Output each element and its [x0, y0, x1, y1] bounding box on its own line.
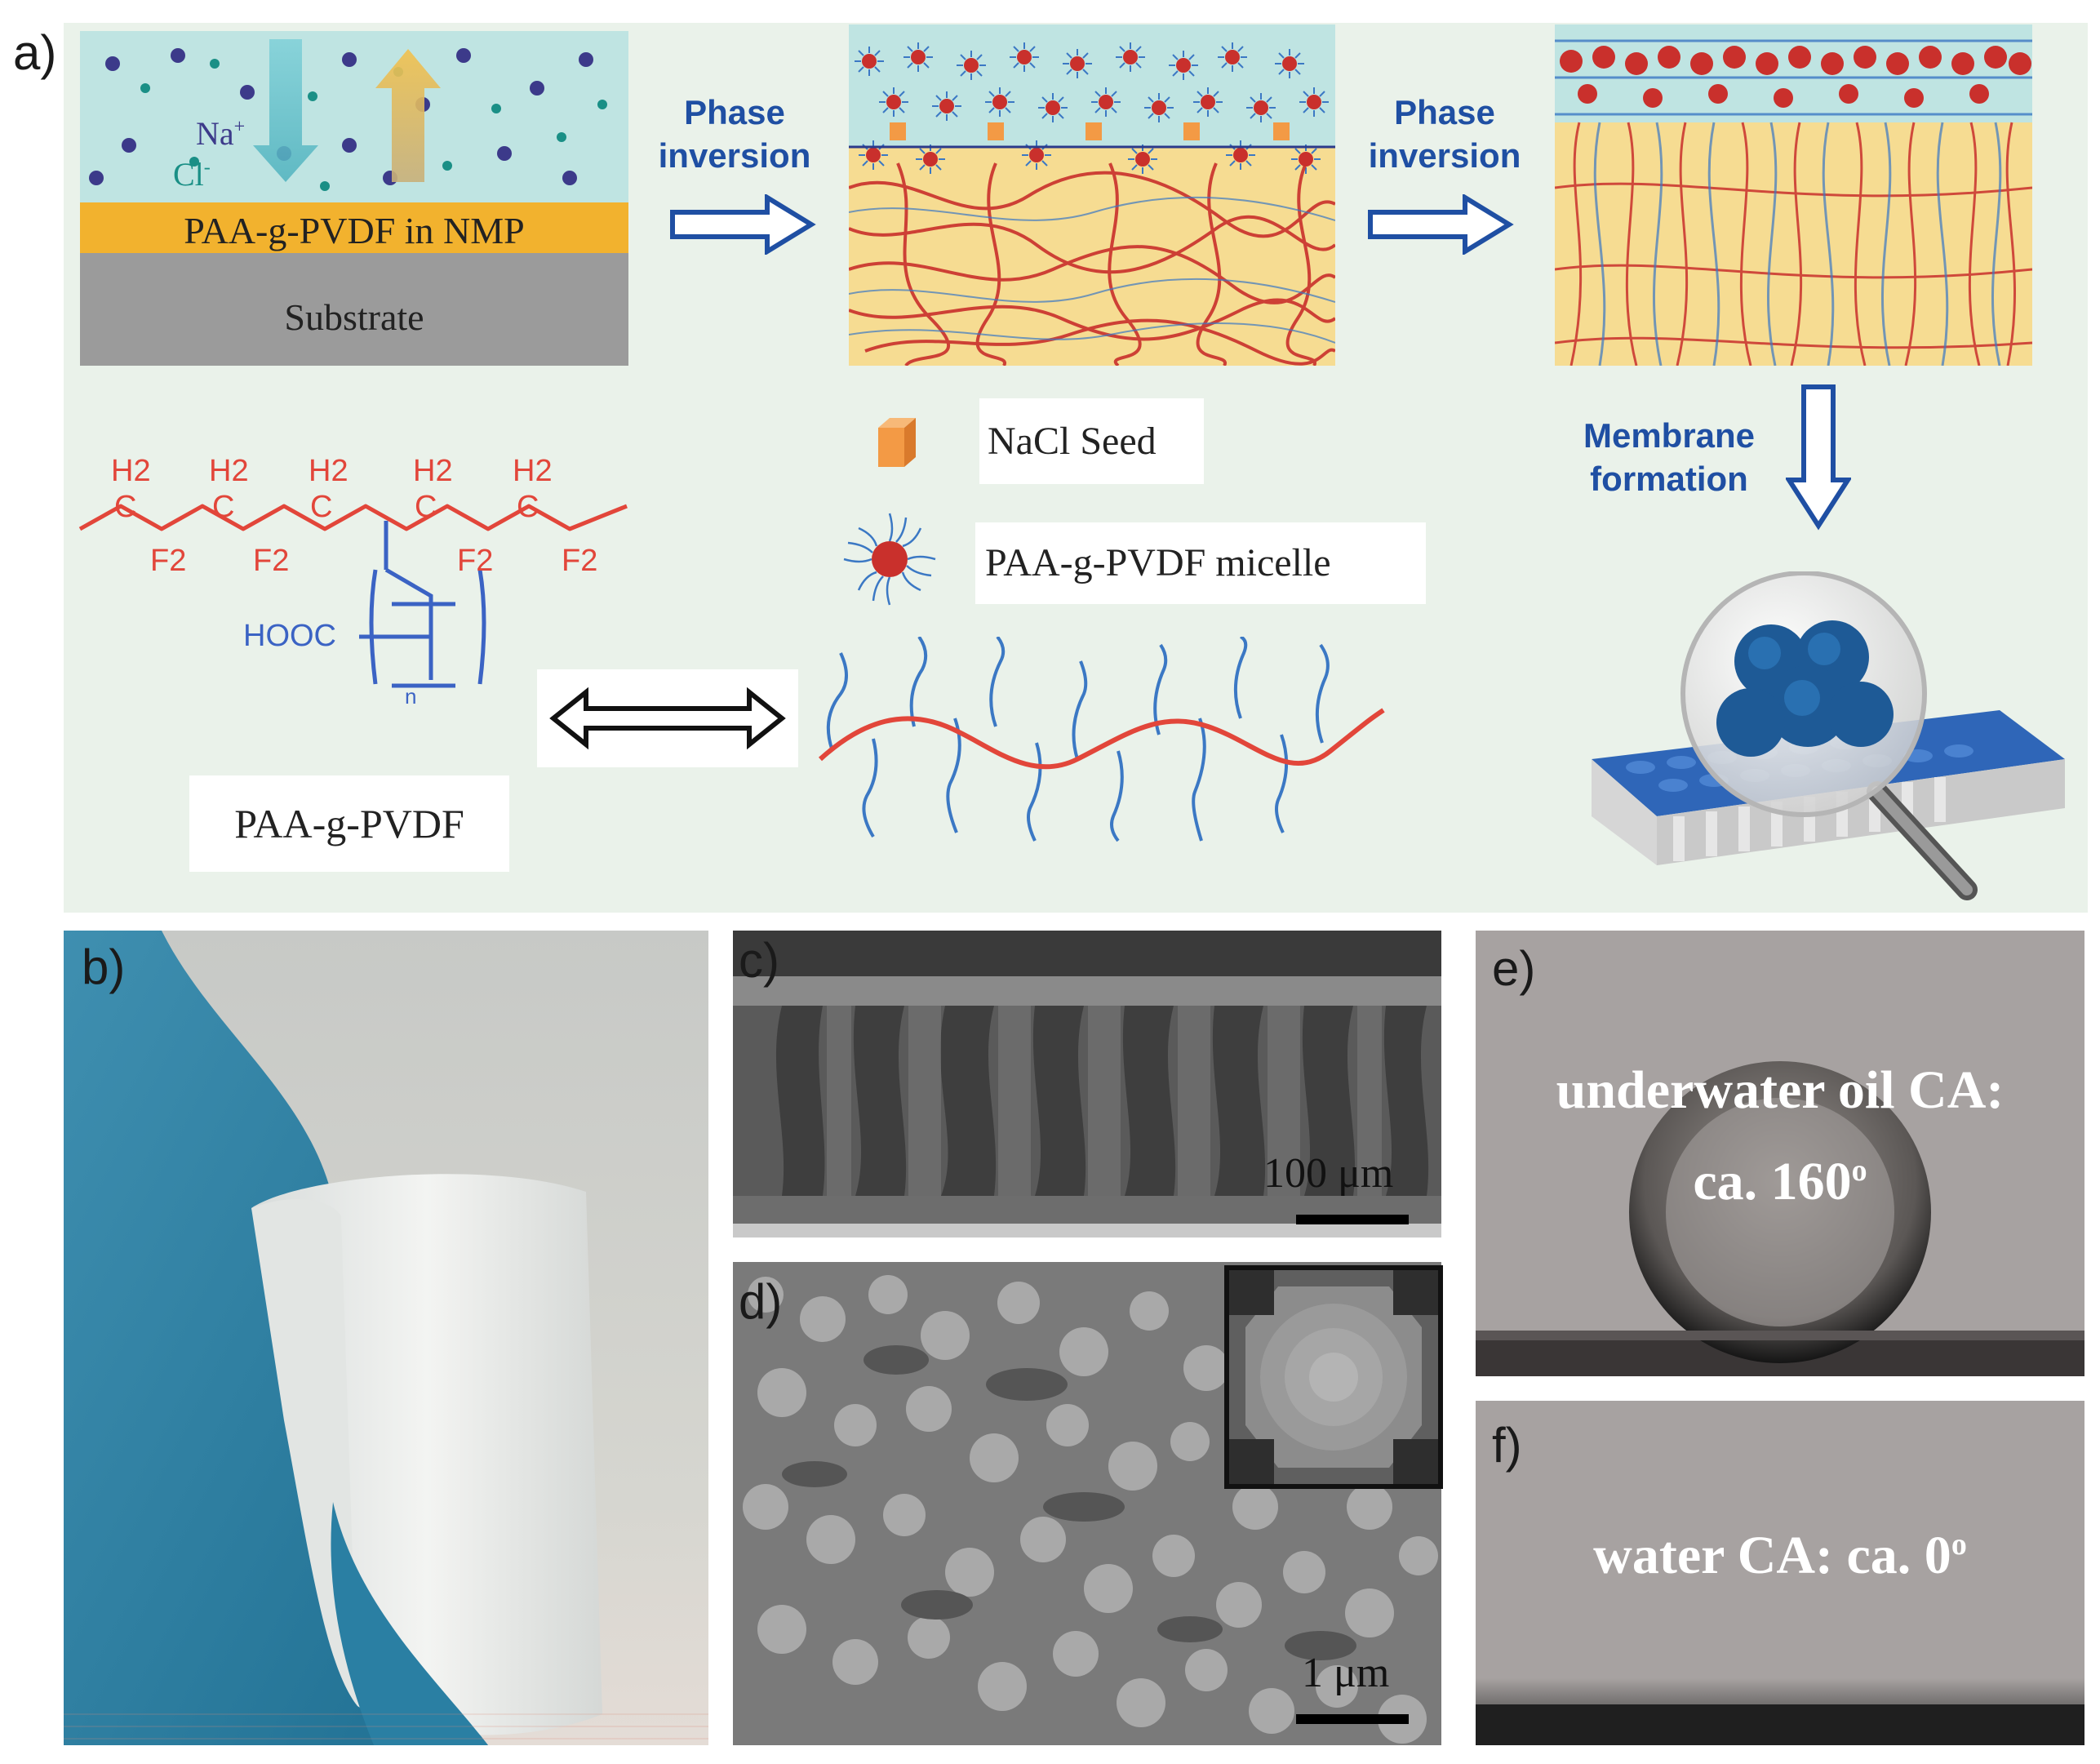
panel-e-contact-angle: [1476, 931, 2084, 1376]
h2-label-4: H2: [413, 454, 453, 489]
h2-text: H2: [309, 454, 349, 488]
f2-text: F2: [253, 544, 290, 578]
nacl-seed-legend-label: NaCl Seed: [979, 398, 1204, 484]
membrane-formation-line1: Membrane: [1583, 416, 1756, 455]
phase-inversion-label-1: Phase inversion: [637, 91, 832, 177]
f2-text: F2: [150, 544, 187, 578]
substrate-label: Substrate: [284, 296, 424, 338]
panel-c-sem-cross-section: [733, 931, 1441, 1237]
phase-inversion-1-line2: inversion: [658, 136, 811, 175]
step1-schematic: [80, 31, 628, 366]
membrane-formation-line2: formation: [1590, 459, 1748, 498]
paa-g-pvdf-chemical-structure: [72, 447, 659, 758]
c-label-4: C: [415, 490, 437, 525]
h2-text: H2: [513, 454, 553, 488]
f2-label-5: F2: [562, 544, 597, 579]
panel-e-angle-value: ca. 160: [1693, 1152, 1852, 1211]
phase-inversion-label-2: Phase inversion: [1347, 91, 1543, 177]
chloride-ion-label: Cl-: [173, 155, 211, 193]
h2-text: H2: [209, 454, 249, 488]
n-subscript: n: [405, 684, 417, 709]
right-arrow-icon: [1367, 194, 1514, 255]
c-label-3: C: [310, 490, 332, 525]
chloride-symbol: Cl: [173, 156, 204, 193]
panel-f-contact-angle: [1476, 1401, 2084, 1745]
nacl-seed-icon: [873, 415, 922, 469]
panel-d-scale-bar: [1296, 1714, 1409, 1724]
panel-a-label: a): [13, 25, 57, 80]
c-label-1: C: [114, 490, 136, 525]
panel-b-label: b): [82, 940, 126, 994]
step2-schematic: [849, 24, 1335, 366]
panel-c-scale-bar: [1296, 1215, 1409, 1224]
panel-d-scale-text: 1 μm: [1302, 1650, 1390, 1696]
sodium-charge: +: [233, 116, 246, 138]
degree-symbol: o: [1951, 1527, 1967, 1562]
panel-f-label: f): [1492, 1418, 1522, 1473]
structure-labels: H2 C F2 H2 C F2 H2 C H2 C F2 H2 C F2 HOO…: [72, 447, 659, 758]
polymer-solution-layer-label: PAA-g-PVDF in NMP: [184, 210, 525, 251]
step3-schematic: [1555, 24, 2032, 366]
h2-label-3: H2: [309, 454, 349, 489]
f2-label-4: F2: [457, 544, 493, 579]
panel-b-photo: [64, 931, 708, 1745]
down-arrow-icon: [1786, 384, 1851, 531]
sodium-symbol: Na: [196, 115, 234, 152]
degree-symbol: o: [1851, 1153, 1867, 1188]
c-label-5: C: [517, 490, 539, 525]
h2-text: H2: [413, 454, 453, 488]
f2-label-2: F2: [253, 544, 289, 579]
micelle-legend-label: PAA-g-PVDF micelle: [975, 522, 1426, 604]
structure-caption: PAA-g-PVDF: [189, 775, 509, 872]
c-label-2: C: [212, 490, 234, 525]
phase-inversion-2-line2: inversion: [1368, 136, 1521, 175]
c-text: C: [517, 490, 539, 524]
panel-e-label: e): [1492, 941, 1536, 996]
panel-c-scale-text: 100 μm: [1263, 1150, 1394, 1197]
f2-text: F2: [457, 544, 494, 578]
panel-f-text: water CA: ca. 0o: [1476, 1525, 2084, 1587]
membrane-magnifier-illustration: [1575, 571, 2081, 906]
double-arrow-icon: [537, 669, 798, 767]
right-arrow-icon: [669, 194, 816, 255]
panel-e-text-line1: underwater oil CA:: [1556, 1060, 2005, 1120]
micelle-icon: [841, 510, 939, 608]
c-text: C: [212, 490, 235, 524]
h2-label-1: H2: [111, 454, 151, 489]
c-text: C: [114, 490, 137, 524]
c-text: C: [415, 490, 437, 524]
panel-c-label: c): [739, 933, 779, 988]
panel-f-angle-value: water CA: ca. 0: [1593, 1526, 1951, 1585]
f2-text: F2: [562, 544, 598, 578]
c-text: C: [310, 490, 333, 524]
h2-label-5: H2: [513, 454, 553, 489]
hooc-label: HOOC: [243, 619, 336, 653]
sodium-ion-label: Na+: [196, 114, 245, 153]
phase-inversion-1-line1: Phase: [684, 93, 785, 131]
f2-label-1: F2: [150, 544, 186, 579]
chloride-charge: -: [203, 157, 211, 179]
panel-d-label: d): [739, 1274, 783, 1329]
panel-d-inset: [1224, 1265, 1443, 1489]
panel-e-text-line2: ca. 160o: [1476, 1151, 2084, 1213]
phase-inversion-2-line1: Phase: [1394, 93, 1495, 131]
graft-copolymer-illustration: [816, 637, 1387, 849]
h2-label-2: H2: [209, 454, 249, 489]
membrane-formation-label: Membrane formation: [1563, 415, 1775, 500]
h2-text: H2: [111, 454, 151, 488]
